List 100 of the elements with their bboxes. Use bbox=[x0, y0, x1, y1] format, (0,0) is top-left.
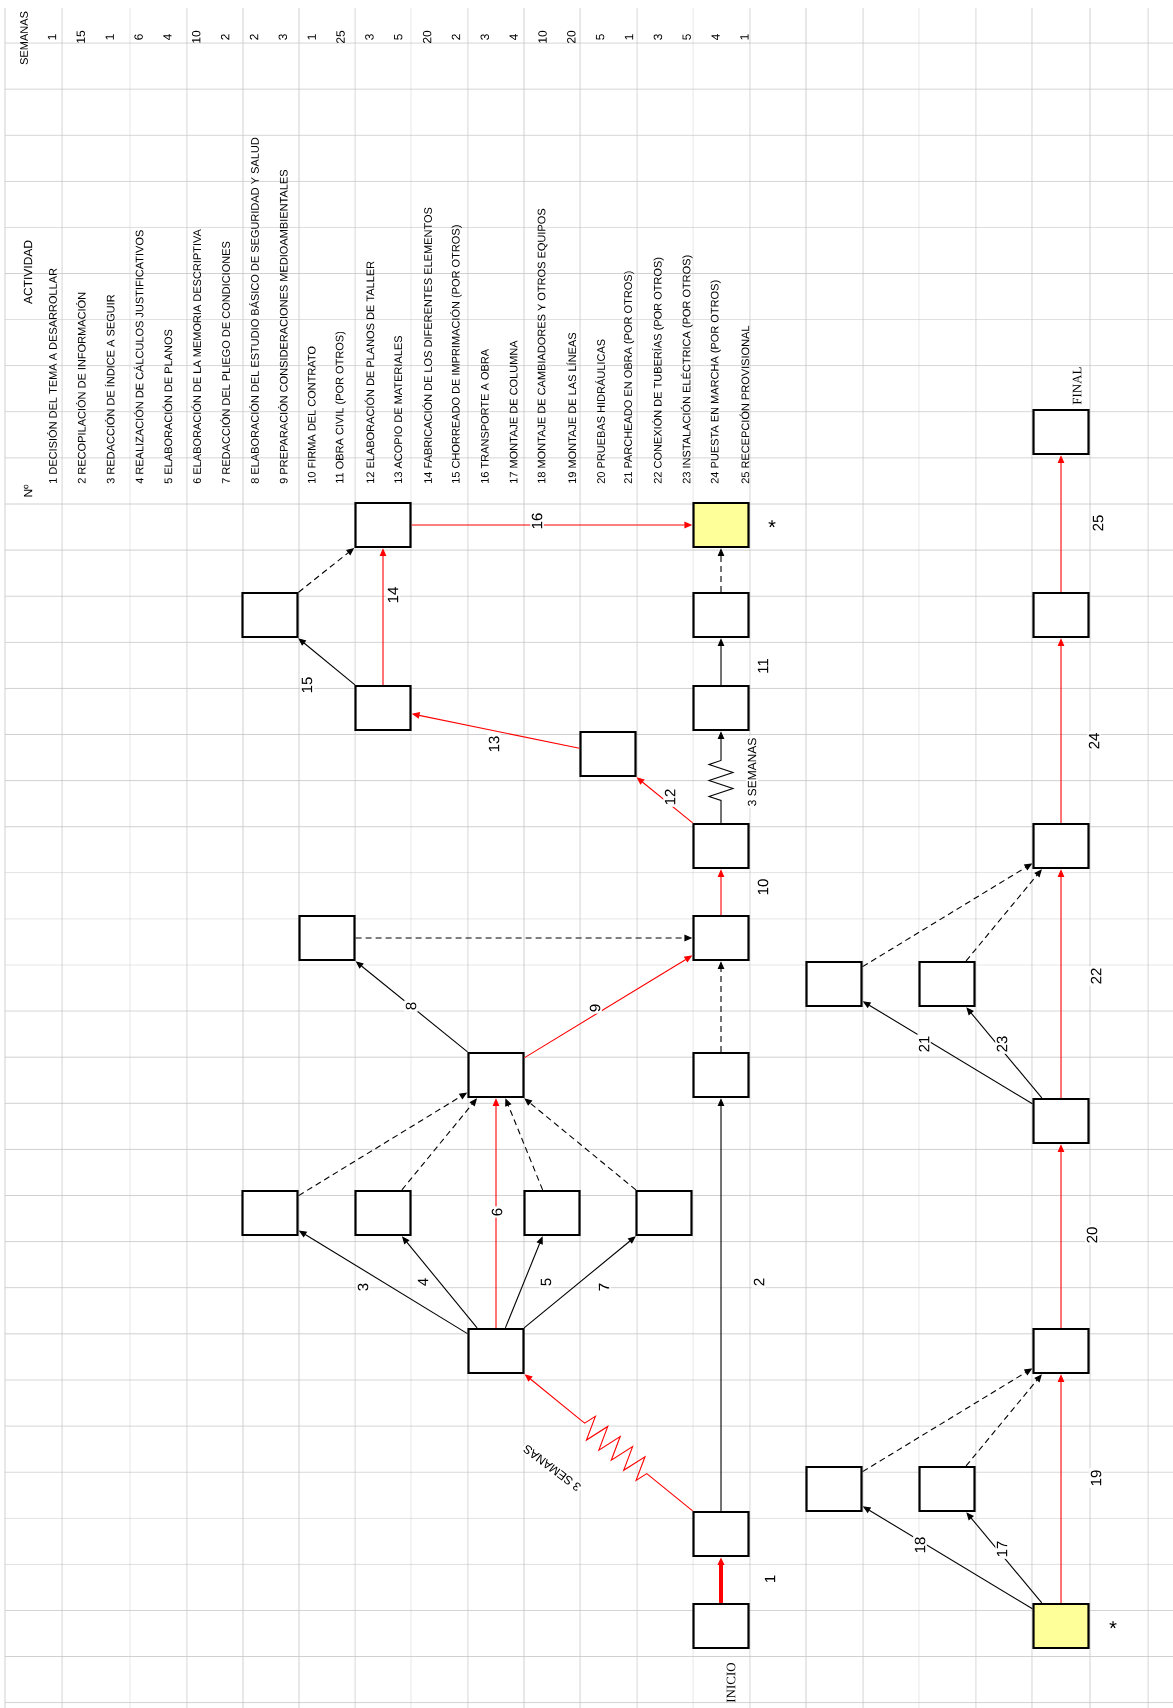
event-box bbox=[918, 960, 976, 1008]
weeks-value: 10 bbox=[538, 30, 547, 43]
weeks-value: 4 bbox=[711, 34, 720, 41]
activity-text: 18 MONTAJE DE CAMBIADORES Y OTROS EQUIPOS bbox=[537, 208, 548, 483]
edge-label: 8 bbox=[404, 1000, 418, 1012]
asterisk-note: * bbox=[768, 520, 776, 528]
edge-label: 12 bbox=[663, 787, 677, 807]
event-box bbox=[523, 1189, 581, 1237]
arrow bbox=[298, 638, 356, 686]
edge-label: 16 bbox=[530, 511, 544, 531]
arrow bbox=[966, 1512, 1043, 1604]
column-header: ACTIVIDAD bbox=[23, 240, 33, 304]
weeks-value: 1 bbox=[105, 34, 114, 40]
event-box bbox=[692, 1051, 750, 1099]
activity-text: 23 INSTALACIÓN ELÉCTRICA (POR OTROS) bbox=[680, 255, 693, 484]
arrow bbox=[524, 1098, 637, 1191]
weeks-value: 20 bbox=[567, 30, 576, 44]
event-box bbox=[1032, 1097, 1090, 1145]
column-header: SEMANAS bbox=[20, 11, 28, 65]
event-box bbox=[692, 822, 750, 870]
activity-text: 1 DECISIÓN DEL TEMA A DESARROLLAR bbox=[47, 268, 57, 483]
weeks-value: 5 bbox=[394, 34, 403, 40]
event-box bbox=[635, 1189, 693, 1237]
weeks-value: 20 bbox=[422, 30, 432, 44]
edge-label: 24 bbox=[1087, 731, 1101, 751]
edge-label: 19 bbox=[1089, 1468, 1103, 1488]
event-box bbox=[805, 960, 863, 1008]
activity-text: 20 PRUEBAS HIDRÁULICAS bbox=[595, 339, 605, 484]
arrow bbox=[636, 777, 694, 824]
edge-label: 18 bbox=[913, 1535, 927, 1555]
event-box bbox=[579, 730, 637, 778]
weeks-value: 1 bbox=[307, 34, 316, 40]
event-box bbox=[241, 591, 299, 639]
arrow bbox=[523, 1236, 636, 1329]
weeks-value: 15 bbox=[76, 30, 85, 43]
asterisk-note: * bbox=[1109, 1621, 1117, 1629]
activity-text: 17 MONTAJE DE COLUMNA bbox=[509, 340, 518, 483]
edge-label: 13 bbox=[487, 734, 501, 754]
edge-label: 23 bbox=[995, 1034, 1009, 1054]
edge-label: 2 bbox=[752, 1276, 766, 1288]
event-box bbox=[918, 1465, 976, 1513]
activity-text: 8 ELABORACIÓN DEL ESTUDIO BÁSICO DE SEGURIDAD Y SALUD bbox=[249, 137, 259, 484]
weeks-value: 3 bbox=[365, 34, 374, 40]
event-box bbox=[692, 591, 750, 639]
event-box bbox=[805, 1465, 863, 1513]
event-box bbox=[467, 1051, 525, 1099]
weeks-value: 2 bbox=[220, 34, 230, 40]
edge-label: 7 bbox=[597, 1281, 611, 1293]
column-header: Nº bbox=[23, 484, 33, 497]
event-box bbox=[1032, 822, 1090, 870]
event-box bbox=[1032, 1327, 1090, 1375]
activity-text: 11 OBRA CIVIL (POR OTROS) bbox=[335, 331, 346, 483]
activity-text: 7 REDACCIÓN DEL PLIEGO DE CONDICIONES bbox=[220, 241, 230, 484]
edge-label: 3 SEMANAS bbox=[746, 736, 758, 808]
edge-label: 22 bbox=[1089, 966, 1103, 986]
arrow bbox=[505, 1098, 544, 1191]
activity-text: 25 RECEPCIÓN PROVISIONAL bbox=[739, 325, 750, 484]
edge-label: 10 bbox=[756, 877, 770, 897]
weeks-value: 3 bbox=[278, 34, 288, 40]
edge-label: 25 bbox=[1091, 513, 1105, 533]
weeks-value: 3 bbox=[480, 34, 490, 40]
event-box bbox=[241, 1189, 299, 1237]
event-label: INICIO bbox=[726, 1662, 736, 1703]
event-box bbox=[298, 914, 356, 962]
event-box bbox=[692, 684, 750, 732]
edge-label: 17 bbox=[995, 1539, 1009, 1559]
activity-text: 19 MONTAJE DE LAS LÍNEAS bbox=[566, 332, 577, 483]
weeks-value: 10 bbox=[191, 30, 201, 43]
activity-text: 21 PARCHEADO EN OBRA (POR OTROS) bbox=[623, 271, 635, 484]
edge-label: 6 bbox=[490, 1206, 504, 1218]
weeks-value: 4 bbox=[509, 34, 518, 41]
activity-text: 10 FIRMA DEL CONTRATO bbox=[307, 346, 316, 483]
edge-label: 14 bbox=[386, 585, 400, 605]
arrow bbox=[965, 869, 1042, 962]
activity-text: 6 ELABORACIÓN DE LA MEMORIA DESCRIPTIVA bbox=[191, 229, 202, 484]
event-box bbox=[354, 684, 412, 732]
arrow bbox=[966, 1007, 1043, 1099]
activity-text: 3 REDACCIÓN DE ÍNDICE A SEGUIR bbox=[104, 294, 115, 484]
weeks-value: 1 bbox=[740, 34, 749, 40]
event-box bbox=[692, 914, 750, 962]
weeks-value: 3 bbox=[653, 34, 663, 40]
activity-text: 24 PUESTA EN MARCHA (POR OTROS) bbox=[710, 280, 721, 484]
event-box bbox=[354, 501, 412, 549]
weeks-value: 1 bbox=[47, 34, 57, 40]
activity-text: 14 FABRICACIÓN DE LOS DIFERENTES ELEMENTOS bbox=[422, 207, 432, 483]
arrow bbox=[504, 1236, 543, 1329]
edge-label: 3 bbox=[356, 1281, 370, 1293]
event-box bbox=[692, 1510, 750, 1558]
activity-text: 15 CHORREADO DE IMPRIMACIÓN (POR OTROS) bbox=[450, 225, 462, 483]
weeks-value: 2 bbox=[451, 34, 461, 40]
weeks-value: 5 bbox=[595, 34, 605, 40]
weeks-value: 1 bbox=[624, 34, 634, 40]
activity-text: 2 RECOPILACIÓN DE INFORMACIÓN bbox=[76, 292, 86, 484]
edge-label: 9 bbox=[588, 1002, 602, 1014]
activity-text: 4 REALIZACIÓN DE CÁLCULOS JUSTIFICATIVOS bbox=[133, 230, 144, 484]
edge-label: 20 bbox=[1085, 1225, 1099, 1245]
edge-label: 4 bbox=[416, 1276, 430, 1288]
activity-text: 13 ACOPIO DE MATERIALES bbox=[394, 336, 403, 483]
event-label: FINAL bbox=[1072, 367, 1082, 405]
activity-text: 22 CONEXIÓN DE TUBERÍAS (POR OTROS) bbox=[652, 257, 664, 484]
